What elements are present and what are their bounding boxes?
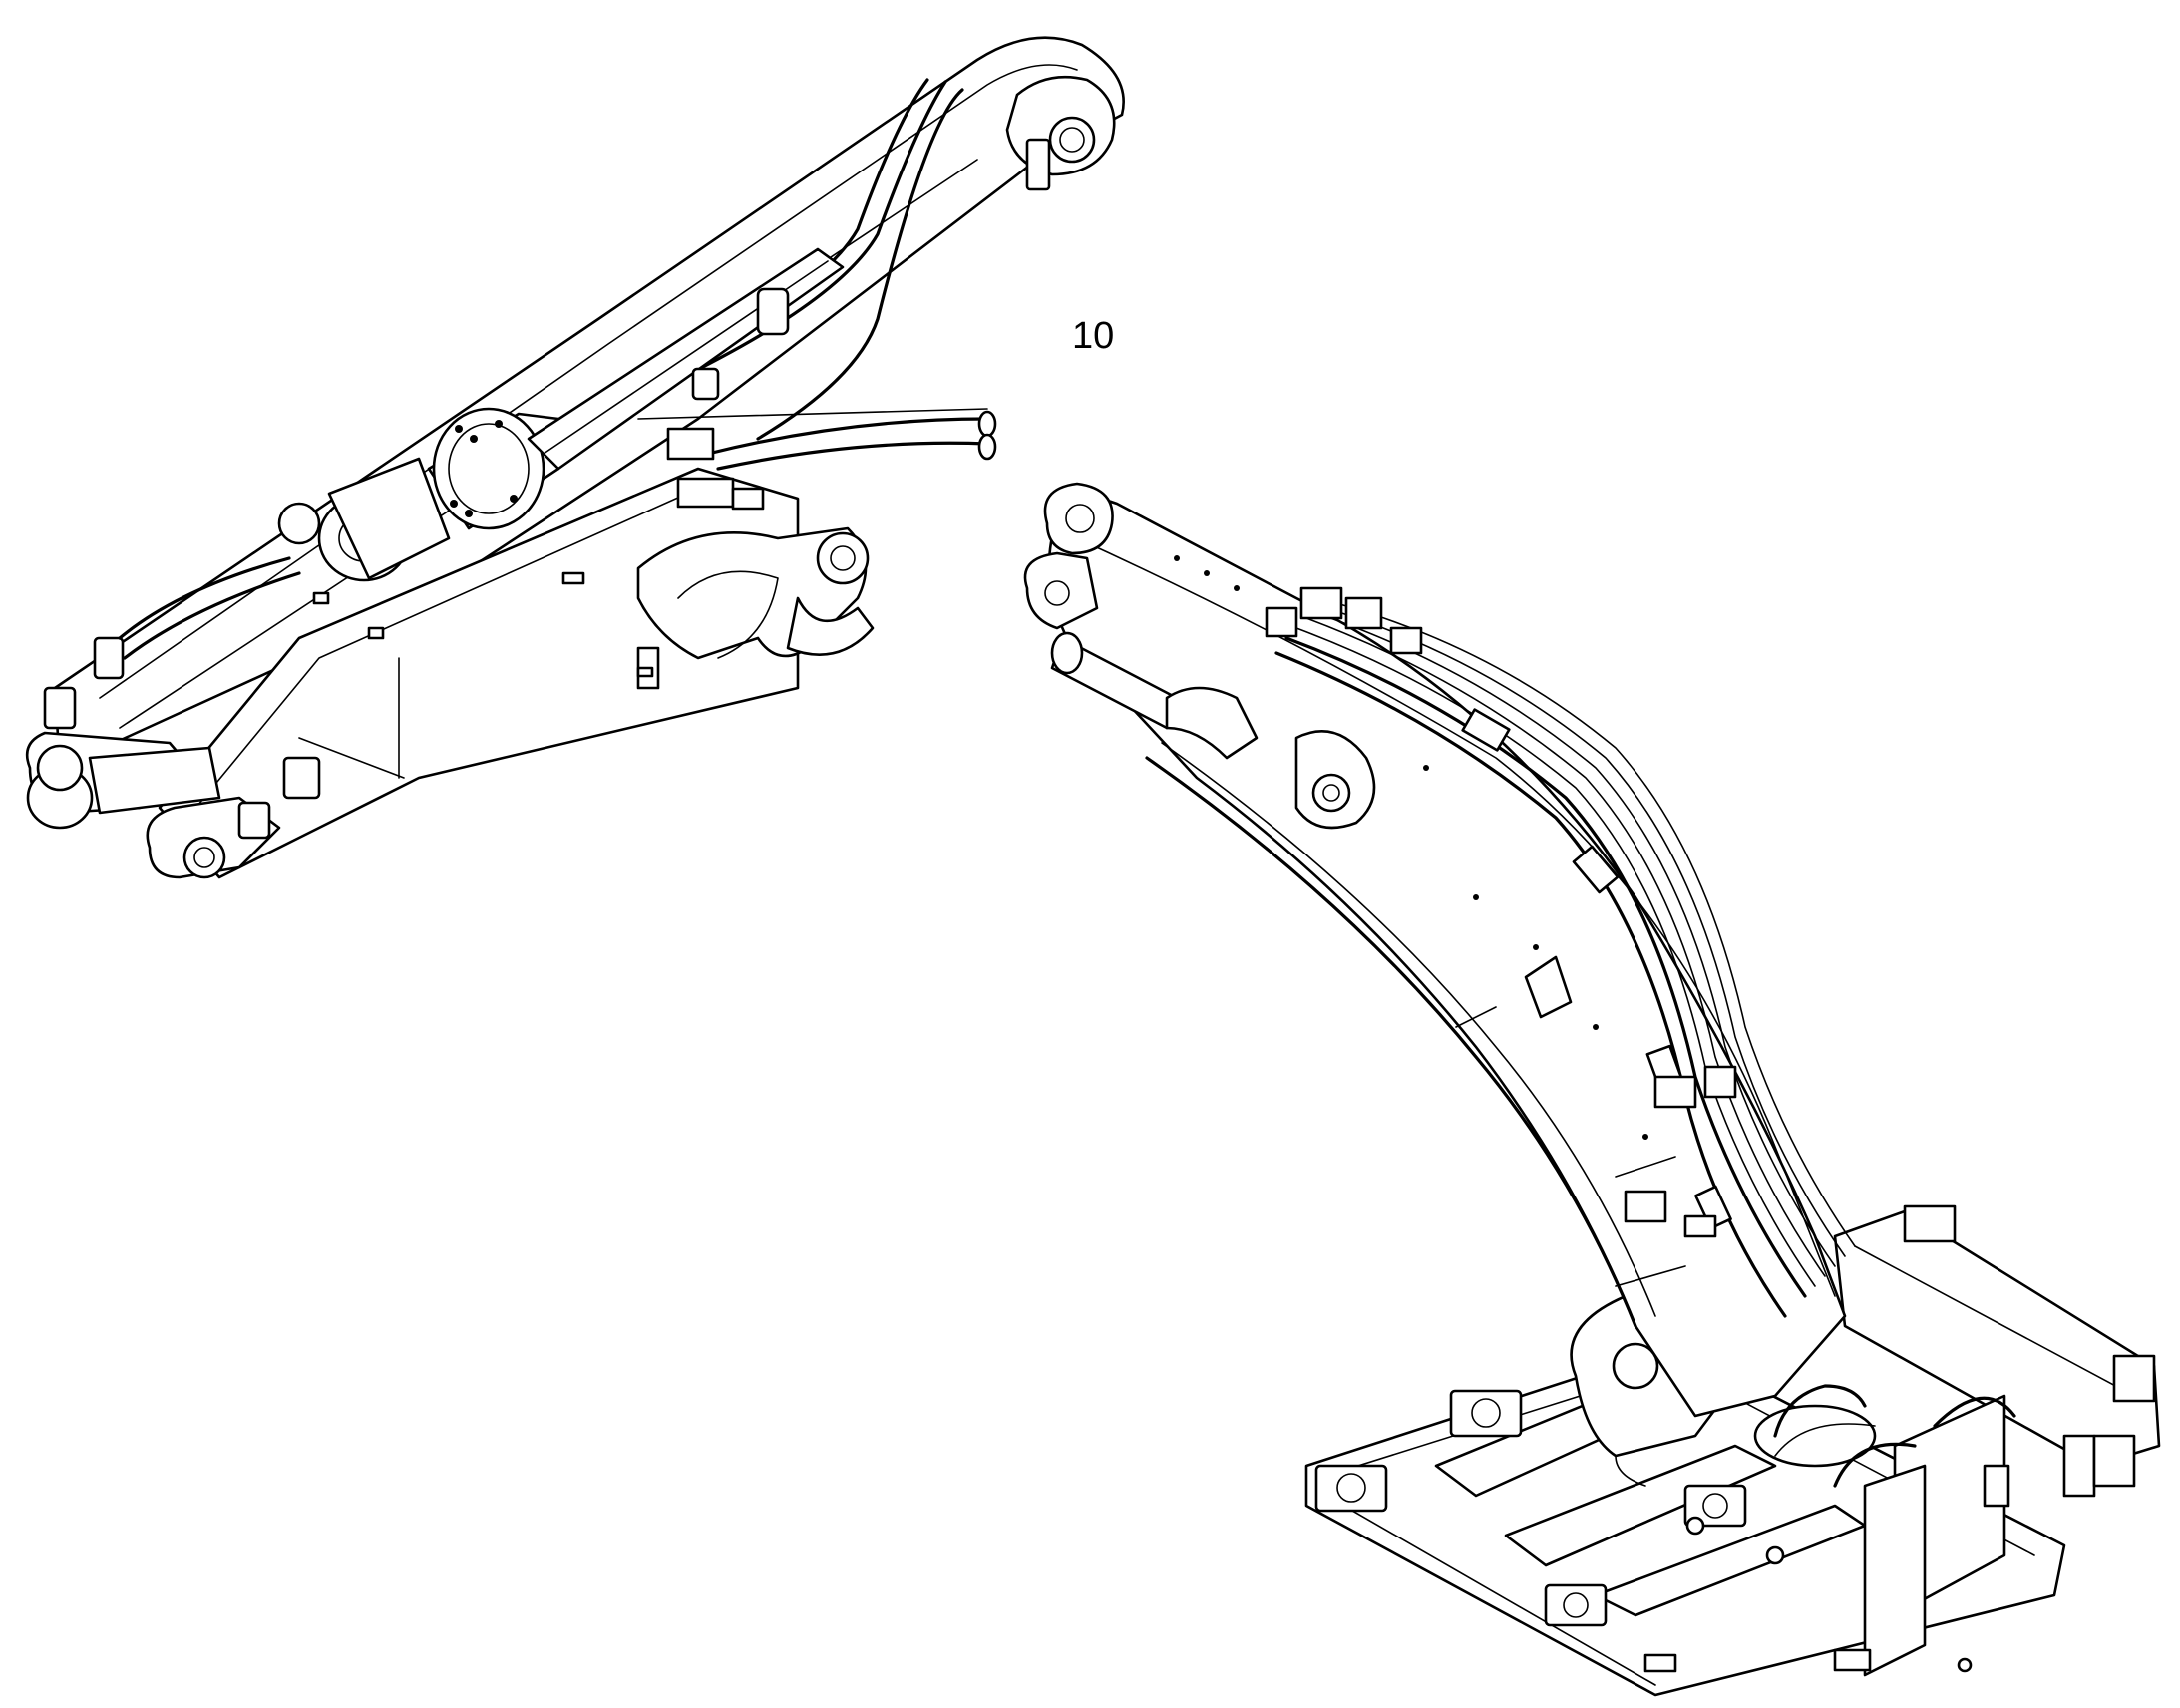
arm-assembly xyxy=(25,36,1125,879)
boom-and-frame-assembly xyxy=(1023,482,2161,1697)
callout-number: 10 xyxy=(1072,315,1115,357)
